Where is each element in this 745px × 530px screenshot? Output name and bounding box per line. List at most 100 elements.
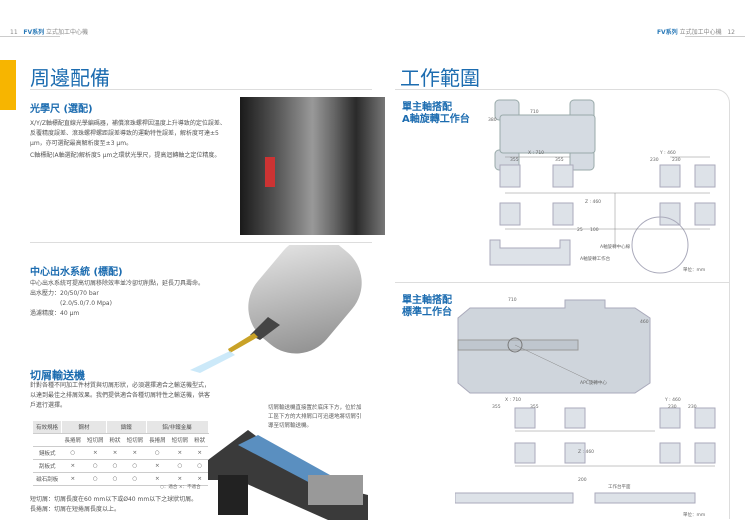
- col-header: 長捲屑: [146, 433, 169, 447]
- cell: ○: [84, 472, 107, 486]
- dim-width: 710: [530, 110, 539, 115]
- unit-label: 單位：mm: [683, 268, 706, 273]
- dim-y2: 230: [688, 405, 697, 410]
- divider: [30, 89, 372, 90]
- dim-x: X : 710: [528, 151, 545, 156]
- cell: ×: [168, 472, 192, 486]
- table-row: 刮板式×○○○×○○: [33, 459, 209, 473]
- dim-y2: 230: [672, 158, 681, 163]
- dim-x2: 355: [555, 158, 564, 163]
- scale-heading: 光學尺 (選配): [30, 104, 93, 115]
- a-axis-table-label: A軸旋轉工作台: [580, 257, 611, 262]
- dim-x1: 355: [510, 158, 519, 163]
- dim-x2: 355: [530, 405, 539, 410]
- long-chip-note: 長捲屑：切屑在短捲屑長度以上。: [30, 506, 121, 513]
- cell: ○: [123, 459, 147, 473]
- dim-height: 460: [640, 320, 649, 325]
- cell: ×: [84, 446, 107, 460]
- series-label: FV系列: [23, 29, 45, 36]
- row-label: 刮板式: [33, 459, 62, 473]
- cell: ○: [61, 446, 85, 460]
- unit-label: 單位：mm: [683, 513, 706, 518]
- col-header: 粉狀: [191, 433, 209, 447]
- cell: ○: [123, 472, 147, 486]
- coolant-pressure: 出水壓力：20/50/70 bar: [30, 290, 99, 297]
- dim-height: 380: [488, 118, 497, 123]
- spindle-photo: [190, 245, 362, 373]
- left-page-header: 11 FV系列 立式加工中心機: [10, 27, 88, 36]
- dim-a: 25: [577, 228, 583, 233]
- cell: ×: [61, 472, 85, 486]
- dim-x1: 355: [492, 405, 501, 410]
- dim-b: 100: [590, 228, 599, 233]
- dim-y: Y : 460: [665, 398, 681, 403]
- col-header: 粉狀: [106, 433, 124, 447]
- conveyor-heading: 切屑輸送機: [30, 369, 85, 382]
- diagram2-heading: 單主軸搭配標準工作台: [402, 295, 452, 319]
- scale-text-2: C軸標配(A軸選配)解析度5 μm之環狀光學尺，提高迴轉軸之定位精度。: [30, 152, 221, 159]
- linear-scale-photo: [240, 97, 385, 235]
- header-subtitle: 立式加工中心機: [46, 29, 89, 36]
- cell: ×: [191, 472, 209, 486]
- dim-z-bottom: 200: [578, 478, 587, 483]
- cell: ○: [106, 472, 124, 486]
- cell: ○: [84, 459, 107, 473]
- table-row: 鏈板式○×××○××: [33, 446, 209, 460]
- page-title: 工作範圍: [400, 66, 480, 90]
- header-rule: [685, 36, 745, 37]
- group-header: 鑄鐵: [106, 421, 147, 434]
- axis-centerline-label: A軸旋轉中心線: [600, 245, 631, 250]
- col-header: 長捲屑: [61, 433, 85, 447]
- conveyor-side-note: 切屑輸送機直接置於底床下方，位於加工區下方的大排屑口可迅速地將切屑引導至切屑輸送…: [268, 405, 362, 429]
- cell: ○: [191, 459, 209, 473]
- col-header: 短切屑: [123, 433, 147, 447]
- heading-line: 單主軸搭配: [402, 295, 452, 306]
- divider: [30, 242, 372, 243]
- cell: ×: [123, 446, 147, 460]
- short-chip-note: 短切屑：切屑長度在60 mm以下或Ø40 mm以下之球狀切屑。: [30, 496, 198, 503]
- table-legend: ○：適合 ×：不適合: [160, 485, 201, 490]
- dim-y1: 230: [650, 158, 659, 163]
- content-frame: [395, 89, 730, 519]
- section-tab: [0, 60, 16, 110]
- row-label: 鏈板式: [33, 446, 62, 460]
- header-subtitle: 立式加工中心機: [679, 29, 722, 36]
- col-header: 短切屑: [168, 433, 192, 447]
- coolant-pressure-mpa: (2.0/5.0/7.0 Mpa): [60, 300, 112, 307]
- col-header: 短切屑: [84, 433, 107, 447]
- heading-line: A軸旋轉工作台: [402, 114, 470, 125]
- heading-line: 單主軸搭配: [402, 102, 452, 113]
- table-row: 磁石刮板×○○○×××: [33, 472, 209, 486]
- cell: ×: [106, 446, 124, 460]
- scale-text: X/Y/Z軸標配直線光學編碼器，補償滾珠螺桿因溫度上升導致的定位誤差、反覆精度誤…: [30, 120, 226, 147]
- standard-table-work-range-diagram: [455, 299, 716, 504]
- cell: ○: [146, 446, 169, 460]
- apc-center-label: APC旋轉中心: [580, 381, 607, 386]
- dim-y: Y : 460: [660, 151, 676, 156]
- dim-width: 710: [508, 298, 517, 303]
- coolant-text: 中心出水系統可提高切屑移除效率並冷卻切削點，延長刀具壽命。: [30, 280, 205, 287]
- sensor-highlight: [265, 157, 275, 187]
- dim-x: X : 710: [505, 398, 522, 403]
- right-page-header: FV系列 立式加工中心機 12: [657, 27, 735, 36]
- group-header: 鋼材: [61, 421, 108, 434]
- cell: ×: [146, 459, 169, 473]
- conveyor-text: 針對各種不同加工件材質與切屑形狀，必須選擇適合之輸送機型式，以達到最佳之排屑效果…: [30, 382, 211, 409]
- dim-z: Z : 460: [578, 450, 595, 455]
- coolant-heading: 中心出水系統 (標配): [30, 267, 123, 278]
- chip-conveyor-photo: [208, 430, 368, 520]
- coolant-filter: 過濾精度：40 μm: [30, 310, 80, 317]
- heading-line: 標準工作台: [402, 307, 452, 318]
- cell: ○: [106, 459, 124, 473]
- header-rule: [0, 36, 60, 37]
- a-axis-work-range-diagram: [489, 99, 716, 274]
- cell: ×: [61, 459, 85, 473]
- cell: ×: [191, 446, 209, 460]
- cell: ○: [168, 459, 192, 473]
- series-label: FV系列: [656, 29, 678, 36]
- dim-y1: 230: [668, 405, 677, 410]
- chip-conveyor-table: 有效規格鋼材鑄鐵鋁/非鐵金屬 長捲屑短切屑粉狀短切屑長捲屑短切屑粉狀 鏈板式○×…: [33, 421, 209, 486]
- cell: ×: [168, 446, 192, 460]
- page-number: 11: [10, 29, 18, 36]
